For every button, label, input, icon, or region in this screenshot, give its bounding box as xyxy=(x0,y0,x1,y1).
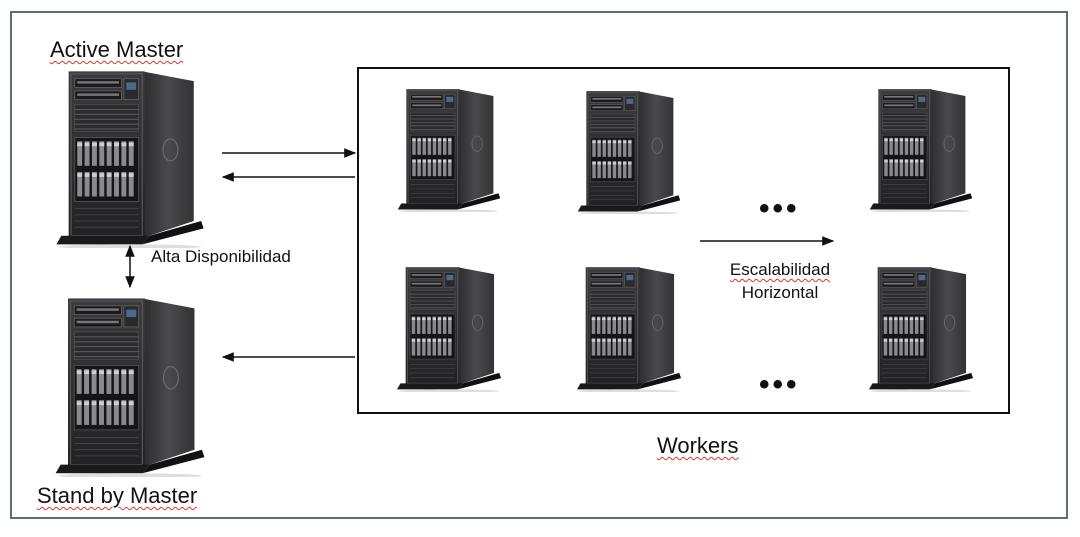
worker-server-2 xyxy=(573,86,685,214)
workers-text: Workers xyxy=(657,433,739,458)
server-tower-icon xyxy=(50,64,210,248)
workers-label: Workers xyxy=(657,433,739,459)
ellipsis-bottom: ••• xyxy=(759,368,800,401)
worker-server-6 xyxy=(865,262,977,392)
ha-label: Alta Disponibilidad xyxy=(151,247,291,266)
worker-server-3 xyxy=(865,84,977,212)
active-master-server xyxy=(50,64,210,248)
scaling-label: Escalabilidad Horizontal xyxy=(716,258,844,304)
server-tower-icon xyxy=(573,86,685,214)
worker-server-5 xyxy=(573,262,685,392)
scaling-label-line2: Horizontal xyxy=(741,283,819,302)
standby-master-server xyxy=(50,291,210,477)
server-tower-icon xyxy=(393,84,505,212)
server-tower-icon xyxy=(865,84,977,212)
server-tower-icon xyxy=(50,291,210,477)
server-tower-icon xyxy=(573,262,685,392)
standby-master-text: Stand by Master xyxy=(37,483,198,508)
standby-master-label: Stand by Master xyxy=(37,483,197,509)
worker-server-4 xyxy=(393,262,505,392)
active-master-label: Active Master xyxy=(50,37,183,63)
server-tower-icon xyxy=(393,262,505,392)
active-master-text: Active Master xyxy=(50,37,184,62)
server-tower-icon xyxy=(865,262,977,392)
ellipsis-top: ••• xyxy=(759,192,800,225)
worker-server-1 xyxy=(393,84,505,212)
scaling-label-line1: Escalabilidad xyxy=(729,260,831,279)
